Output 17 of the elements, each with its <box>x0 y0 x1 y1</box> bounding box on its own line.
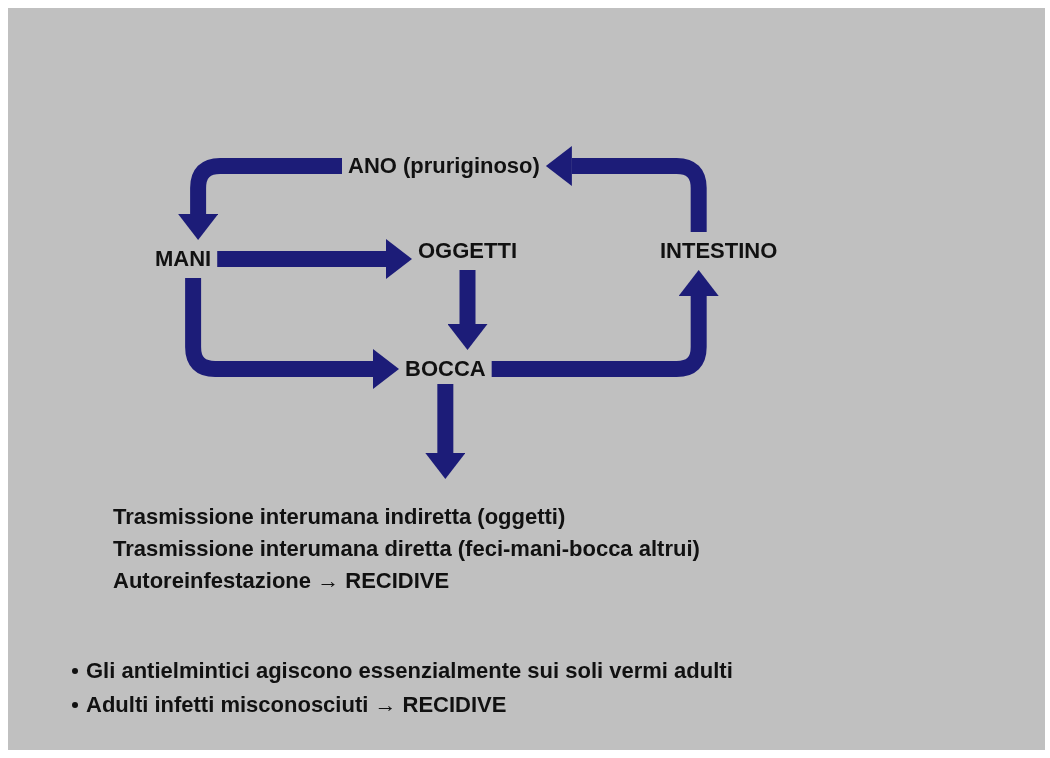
note-text: Autoreinfestazione → RECIDIVE <box>113 567 451 595</box>
node-label: BOCCA <box>405 356 486 382</box>
node-label: ANO (pruriginoso) <box>348 153 540 179</box>
node-label: MANI <box>155 246 212 272</box>
node-label: OGGETTI <box>418 238 517 264</box>
arrow <box>447 270 488 350</box>
note-text: Trasmissione interumana diretta (feci-mani-bocca altrui) <box>113 535 700 563</box>
arrow <box>217 239 412 279</box>
arrow <box>178 158 342 240</box>
node-label: INTESTINO <box>660 238 778 264</box>
arrow <box>425 384 466 479</box>
arrow <box>491 270 719 377</box>
bullet-text: Adulti infetti misconosciuti → RECIDIVE <box>86 691 507 719</box>
note-text: Trasmissione interumana indiretta (oggetti) <box>113 503 567 531</box>
arrow <box>545 146 707 232</box>
arrow <box>185 278 399 389</box>
bullet-text: Gli antielmintici agiscono essenzialmente sui soli vermi adulti <box>86 657 733 685</box>
